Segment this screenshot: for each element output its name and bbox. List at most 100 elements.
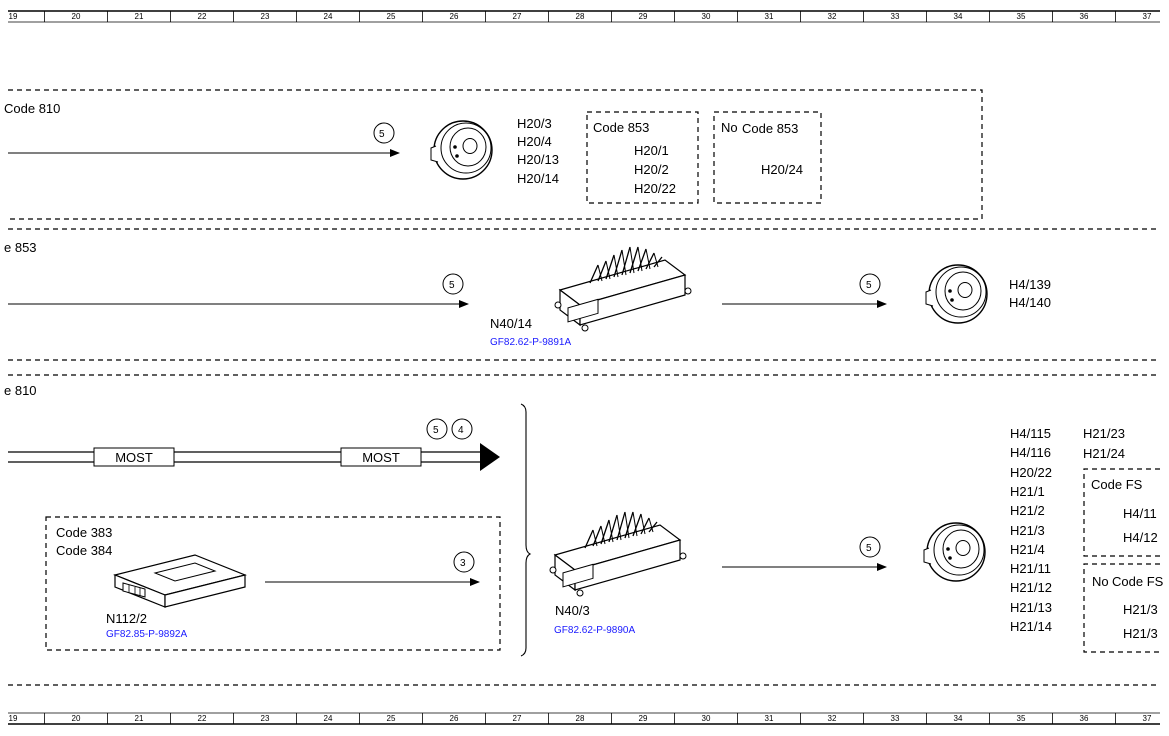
code-853-id-1: H20/1 [634,143,669,158]
ruler-number: 24 [323,714,333,723]
ruler-number: 21 [134,714,144,723]
most-label-right: MOST [362,450,400,465]
h21-id-item: H21/13 [1010,599,1052,615]
ruler-number: 32 [827,714,837,723]
code-853-id-2: H20/2 [634,162,669,177]
ruler-number: 27 [512,714,522,723]
module-n40-3-link[interactable]: GF82.62-P-9890A [554,625,636,636]
section3-heading: e 810 [4,383,37,398]
ecu-n40-3-icon [549,511,687,597]
ruler-number: 30 [701,12,711,21]
ruler-number: 37 [1142,714,1152,723]
code-fs-id-1: H4/11 [1123,506,1157,521]
ruler-number: 29 [638,12,648,21]
ruler-number: 32 [827,12,837,21]
h20-list-3: H20/13 [517,152,559,167]
ruler-number: 29 [638,714,648,723]
speaker-icon-h20 [430,120,493,180]
no-code-fs-box [1083,563,1160,653]
h21-id-item: H21/2 [1010,503,1045,519]
ruler-number: 19 [8,714,18,723]
h21-id-item: H21/3 [1010,522,1045,538]
ruler-number: 34 [953,714,963,723]
ruler-number: 19 [8,12,18,21]
no-code-853-title: Code 853 [742,121,799,136]
ecu-n40-14-icon [554,246,692,332]
code-383-384-box [45,516,501,651]
bracket [520,403,532,657]
ruler-number: 22 [197,714,207,723]
h21-24-label: H21/24 [1083,446,1125,461]
h4-139-label: H4/139 [1009,277,1051,292]
section1-heading: Code 810 [4,101,61,116]
module-n112-2-label: N112/2 [106,611,147,626]
ruler-number: 22 [197,12,207,21]
no-prefix-1: No [721,120,738,135]
ruler-number: 26 [449,12,459,21]
circle-5-s2-right [859,273,881,295]
ruler-number: 28 [575,12,585,21]
circle-5-s1 [373,122,395,144]
h20-list-1: H20/3 [517,116,552,131]
code-853-id-3: H20/22 [634,181,676,196]
ruler-number: 30 [701,714,711,723]
circle-5-s3 [426,418,448,440]
h21-id-item: H4/115 [1010,426,1051,441]
ruler-number: 26 [449,714,459,723]
h21-id-item: H21/11 [1010,561,1051,577]
ruler-number: 20 [71,714,81,723]
no-code-853-id-1: H20/24 [761,162,803,177]
code-fs-id-2: H4/12 [1123,530,1158,545]
circle-4-label-s3: 4 [458,425,464,436]
ruler-number: 33 [890,12,900,21]
ruler-number: 20 [71,12,81,21]
ruler-number: 24 [323,12,333,21]
circle-5-label-s3-right: 5 [866,543,872,554]
h21-23-label: H21/23 [1083,426,1125,441]
ruler-number: 28 [575,714,585,723]
h20-list-2: H20/4 [517,134,552,149]
circle-5-s3-right [859,536,881,558]
h21-id-item: H21/12 [1010,580,1052,596]
h20-list-4: H20/14 [517,171,559,186]
code-853-title: Code 853 [593,120,650,135]
ruler-number: 23 [260,714,270,723]
h21-id-item: H21/14 [1010,619,1052,634]
code-fs-box [1083,468,1160,557]
ruler-number: 25 [386,714,396,723]
no-code-fs-id-1: H21/3 [1123,602,1158,617]
code-853-box [586,111,699,204]
circle-5-s2-left [442,273,464,295]
no-code-fs-title: Code FS [1112,574,1164,589]
circle-4-s3 [451,418,473,440]
speaker-icon-h21 [923,522,986,582]
top-ruler [8,10,1160,23]
h21-id-item: H20/22 [1010,464,1052,480]
circle-5-label-s2-left: 5 [449,280,455,291]
circle-5-label-s3: 5 [433,425,439,436]
section2-heading: e 853 [4,240,37,255]
most-bus [8,443,500,471]
circle-3-s3 [453,551,475,573]
ruler-number: 25 [386,12,396,21]
module-n40-3-label: N40/3 [555,603,590,618]
most-label-left: MOST [115,450,153,465]
ruler-number: 31 [764,12,774,21]
ruler-number: 33 [890,714,900,723]
module-n112-2-icon [114,554,246,608]
module-n112-2-link[interactable]: GF82.85-P-9892A [106,629,188,640]
no-prefix-2: No [1092,574,1109,589]
ruler-number: 36 [1079,714,1089,723]
circle-5-label-s1: 5 [379,129,385,140]
h4-140-label: H4/140 [1009,295,1051,310]
ruler-number: 21 [134,12,144,21]
h21-id-item: H21/1 [1010,483,1045,499]
circle-5-label-s2-right: 5 [866,280,872,291]
ruler-number: 31 [764,714,774,723]
module-n40-14-link[interactable]: GF82.62-P-9891A [490,337,572,348]
section-separators [8,228,1160,686]
code-384-label: Code 384 [56,543,113,558]
no-code-fs-id-2: H21/3 [1123,626,1158,641]
ruler-number: 23 [260,12,270,21]
